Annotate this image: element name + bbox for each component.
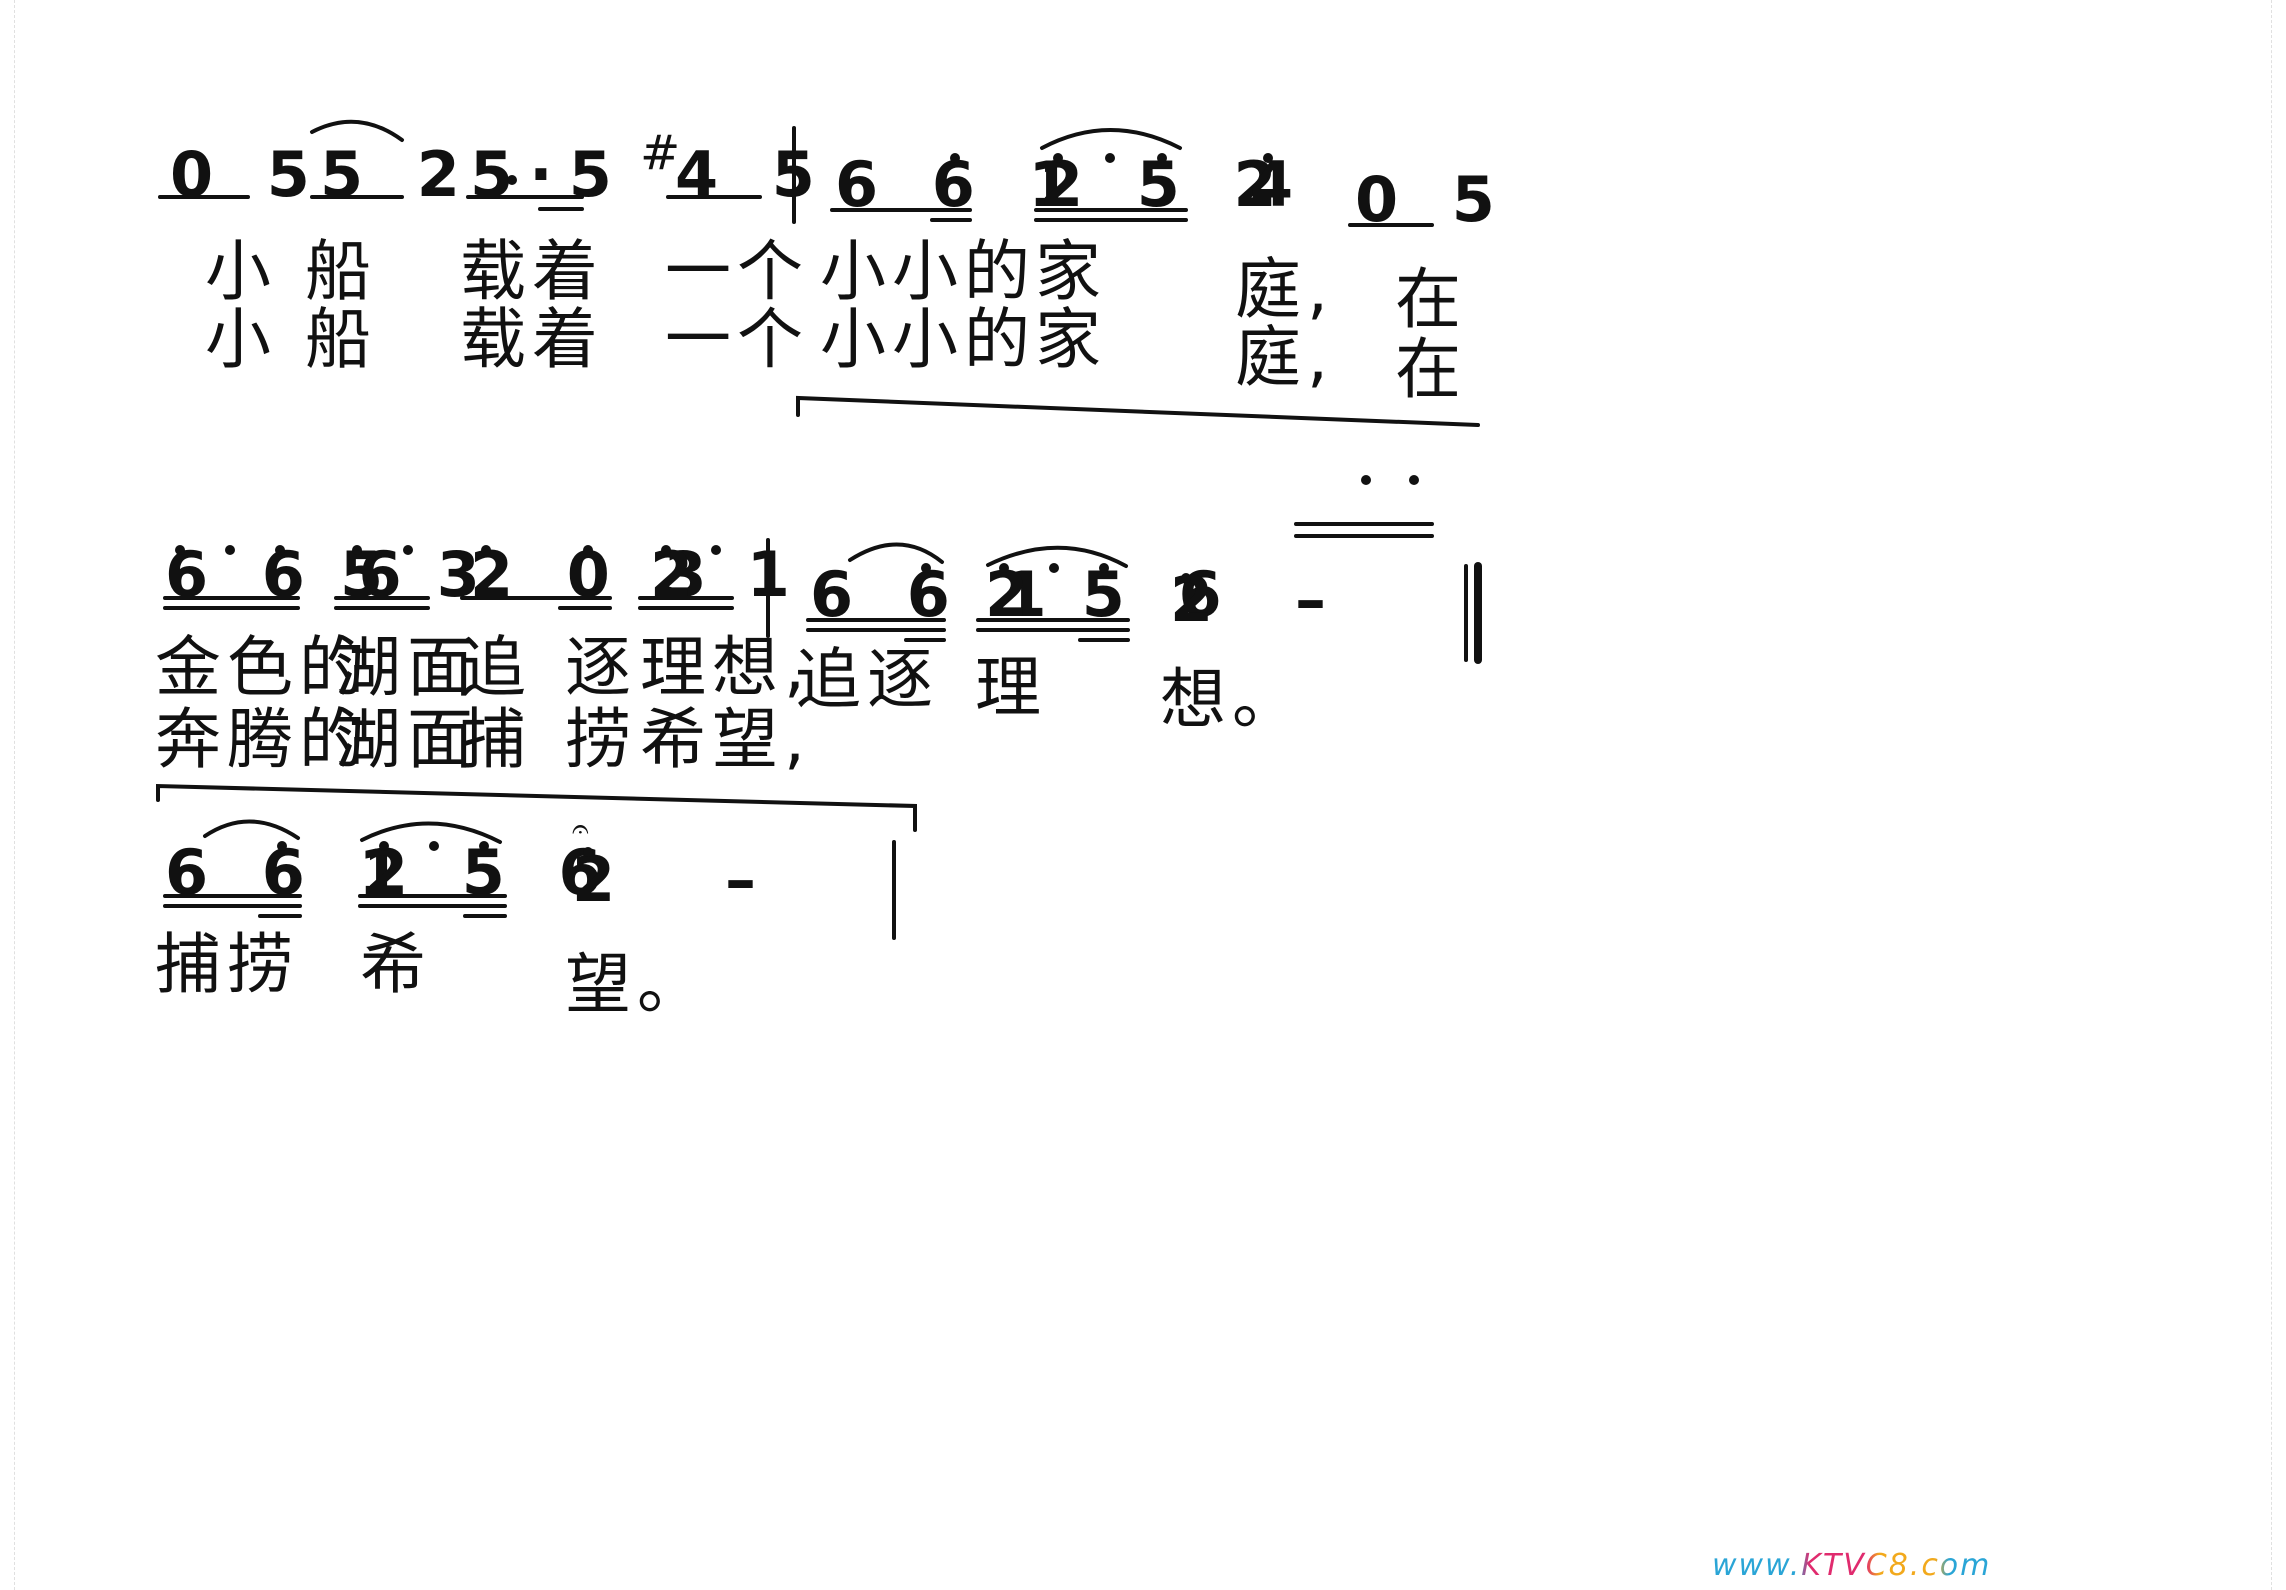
s1-lyric1-4: 一个 — [665, 233, 809, 310]
s1-lyric2-7: 庭, — [1235, 319, 1334, 396]
s1-lyric1-2: 船 — [305, 233, 377, 310]
s1-lyric2-2: 船 — [305, 301, 377, 378]
s2-lyric1-1: 金色的 — [155, 629, 371, 706]
s1-lyric2-3: 载着 — [460, 301, 604, 378]
s1-lyric1-7: 庭, — [1235, 251, 1334, 328]
s1-lyric2-6: 家 — [1035, 301, 1107, 378]
s1-lyric2-5: 小小的 — [820, 301, 1036, 378]
s2-lyric1-7: 理 — [975, 649, 1047, 726]
s2-lyric1-4: 逐 — [565, 629, 637, 706]
s2-lyric2-2: 湖面 — [335, 701, 479, 778]
s2-lyric1-2: 湖面 — [335, 629, 479, 706]
s2-lyric1-6: 追逐 — [795, 641, 939, 718]
s2-lyric2-5: 希望, — [640, 701, 811, 778]
fermata-mark: 𝄐 — [572, 812, 589, 847]
s1-lyric1-6: 家 — [1035, 233, 1107, 310]
s1-lyric2-4: 一个 — [665, 301, 809, 378]
s2-measure-8-notes: – — [1295, 563, 1342, 636]
site-watermark: www.KTVC8.com — [1712, 1548, 1991, 1583]
s3-measure-3-notes: 2 — [572, 843, 632, 916]
s1-lyric1-1: 小 — [205, 233, 277, 310]
s1-lyric1-8: 在 — [1395, 261, 1467, 338]
s1-measure-8-notes: 0 5 — [1355, 163, 1511, 236]
s2-measure-7-notes: 2 — [1170, 563, 1230, 636]
s1-lyric2-8: 在 — [1395, 331, 1467, 408]
right-scan-edge — [2271, 0, 2286, 1590]
s2-lyric2-1: 奔腾的 — [155, 701, 371, 778]
s2-lyric1-3: 追 — [460, 629, 532, 706]
s2-lyric2-4: 捞 — [565, 701, 637, 778]
left-scan-edge — [0, 0, 15, 1590]
s3-lyric-3: 望。 — [565, 946, 709, 1023]
sharp-accidental: # — [640, 125, 681, 181]
s3-lyric-2: 希 — [360, 926, 432, 1003]
s3-measure-4-notes: – — [725, 843, 772, 916]
s2-lyric2-3: 捕 — [460, 701, 532, 778]
s1-lyric2-1: 小 — [205, 301, 277, 378]
s2-lyric1-5: 理想, — [640, 629, 811, 706]
watermark-text: www.KTVC8.com — [1712, 1548, 1992, 1583]
s3-lyric-1: 捕捞 — [155, 926, 299, 1003]
s1-lyric1-5: 小小的 — [820, 233, 1036, 310]
s2-lyric1-8: 想。 — [1160, 661, 1304, 738]
s2-measure-6-notes: 2 5 6 — [985, 558, 1238, 631]
s1-lyric1-3: 载着 — [460, 233, 604, 310]
